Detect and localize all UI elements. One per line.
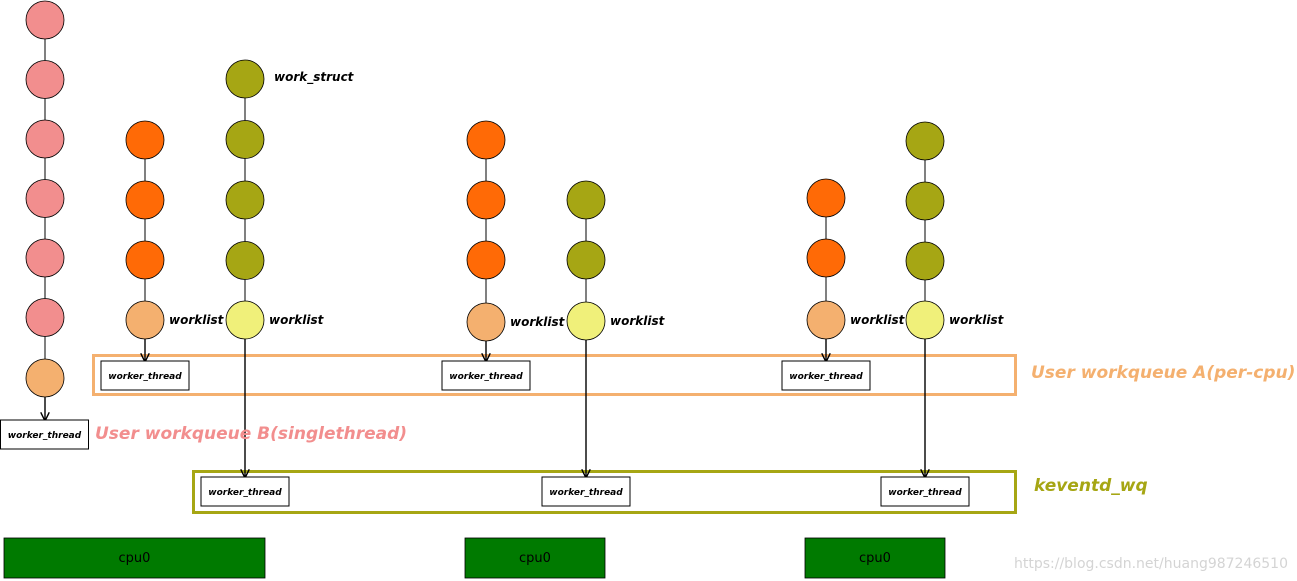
worker-arrows xyxy=(45,339,925,477)
work-struct-node xyxy=(25,119,65,159)
user-workqueue-a-label: User workqueue A(per-cpu) xyxy=(1031,363,1295,383)
worker-thread-label: worker_thread xyxy=(888,488,962,498)
work-struct-node xyxy=(905,181,945,221)
work-struct-node xyxy=(806,238,846,278)
cpu-row: cpu0 cpu0 cpu0 xyxy=(3,537,946,579)
worker-thread-label: worker_thread xyxy=(789,372,863,382)
keventd-wq-box xyxy=(192,470,1017,514)
work-struct-node xyxy=(905,121,945,161)
work-struct-node xyxy=(25,298,65,337)
work-struct-node xyxy=(905,241,945,281)
worklist-label: worklist xyxy=(949,313,1005,327)
worker-thread-label: worker_thread xyxy=(208,488,282,498)
worker-thread-box xyxy=(441,360,531,391)
work-struct-node xyxy=(466,120,506,160)
cpu-box xyxy=(804,537,946,579)
worklist-node xyxy=(125,300,165,340)
work-struct-node xyxy=(225,241,265,280)
work-struct-node xyxy=(25,60,65,99)
keventd-wq-label: keventd_wq xyxy=(1034,476,1148,496)
worklist-label: worklist xyxy=(610,314,666,328)
worker-thread-label: worker_thread xyxy=(549,488,623,498)
work-struct-node xyxy=(225,120,265,159)
worker-thread-box xyxy=(781,360,871,391)
worker-thread-box xyxy=(880,476,970,507)
worklist-node xyxy=(25,358,65,398)
work-struct-node xyxy=(466,240,506,280)
cpu-box xyxy=(3,537,266,579)
cpu-label: cpu0 xyxy=(119,551,151,566)
work-struct-node xyxy=(25,238,65,278)
work-struct-node xyxy=(125,240,165,280)
worker-thread-label: worker_thread xyxy=(108,372,182,382)
work-struct-node xyxy=(25,0,65,40)
user-workqueue-b-label: User workqueue B(singlethread) xyxy=(95,424,407,444)
work-struct-node xyxy=(225,59,265,99)
worker-thread-label: worker_thread xyxy=(449,372,523,382)
work-chains: worklist worklist worklist worklist worklist… xyxy=(25,0,1005,398)
worklist-node xyxy=(225,300,265,340)
work-struct-node xyxy=(466,180,506,220)
work-struct-node xyxy=(125,120,165,160)
worker-thread-box xyxy=(100,360,190,391)
worklist-node xyxy=(905,300,945,340)
worklist-node xyxy=(566,301,606,341)
cpu-box xyxy=(464,537,606,579)
worklist-node xyxy=(466,302,506,342)
worklist-node xyxy=(806,300,846,340)
work-struct-label: work_struct xyxy=(274,70,355,85)
worker-thread-boxes: worker_threadworker_threadworker_threadw… xyxy=(0,360,970,507)
work-struct-node xyxy=(25,179,65,218)
worker-thread-label: worker_thread xyxy=(8,431,82,441)
worklist-label: worklist xyxy=(850,313,906,327)
work-struct-node xyxy=(566,240,606,280)
worklist-label: worklist xyxy=(510,315,566,329)
user-workqueue-a-box xyxy=(92,354,1017,396)
worker-thread-box xyxy=(541,476,631,507)
worker-thread-box xyxy=(200,476,290,507)
worklist-label: worklist xyxy=(169,313,225,327)
cpu-label: cpu0 xyxy=(859,551,891,566)
work-struct-node xyxy=(125,180,165,220)
work-struct-node xyxy=(566,180,606,220)
worker-thread-box xyxy=(0,419,89,450)
cpu-label: cpu0 xyxy=(519,551,551,566)
work-struct-node xyxy=(225,180,265,220)
work-struct-node xyxy=(806,178,846,218)
watermark: https://blog.csdn.net/huang987246510 xyxy=(1014,556,1288,572)
worklist-label: worklist xyxy=(269,313,325,327)
